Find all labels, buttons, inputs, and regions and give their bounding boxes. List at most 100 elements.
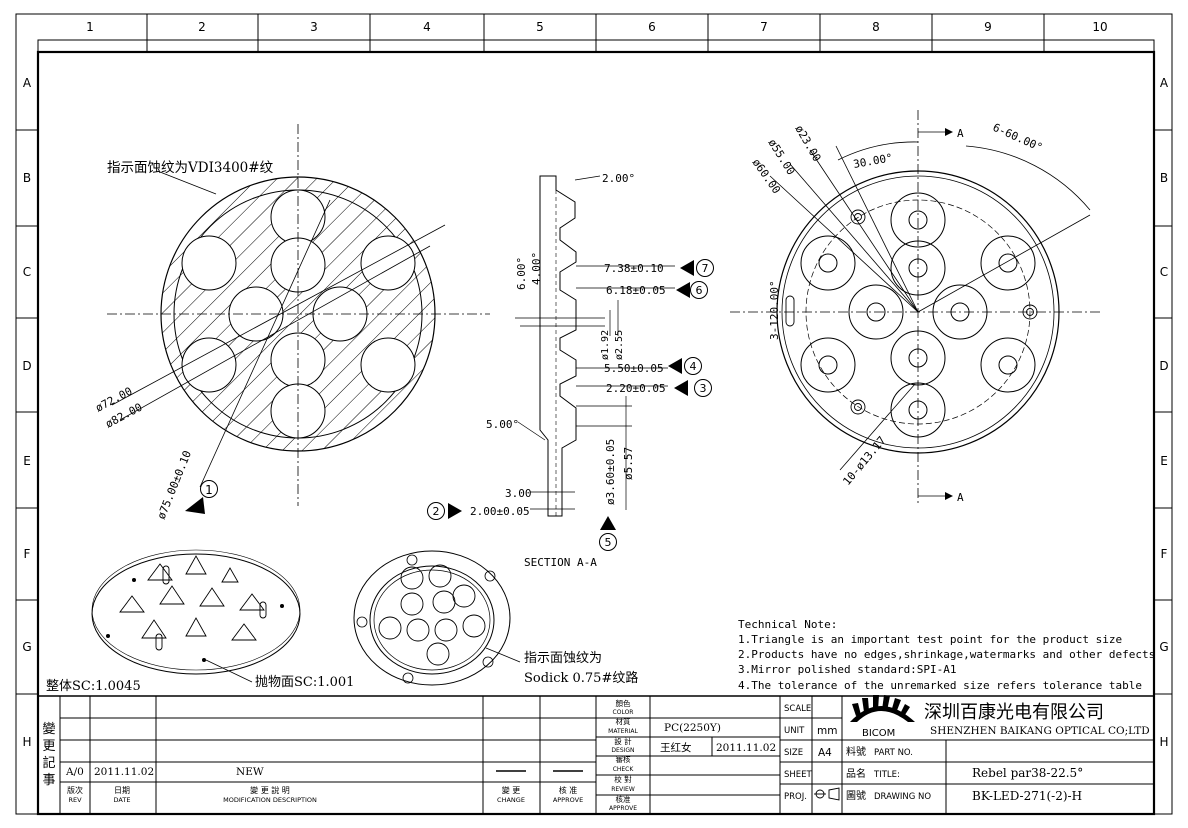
title-label-en: TITLE:	[873, 770, 900, 780]
cut-plane-a-bottom: A	[957, 491, 964, 504]
approval-labels: 顏色 COLOR 材質 MATERIAL 設 計 DESIGN 審核 CHECK…	[608, 698, 638, 812]
drawing-no-value: BK-LED-271(-2)-H	[972, 789, 1082, 803]
tech-note-line: 3.Mirror polished standard:SPI-A1	[738, 663, 957, 676]
svg-text:COLOR: COLOR	[613, 709, 634, 716]
section-label: SECTION A-A	[524, 556, 597, 569]
dim-angle-660: 6-60.00°	[991, 121, 1045, 154]
hdr-date-en: DATE	[114, 796, 131, 804]
callout-triangle-7	[680, 260, 694, 276]
scale-label: SCALE	[784, 704, 811, 714]
company-name-cn: 深圳百康光电有限公司	[924, 702, 1104, 723]
col-label: 5	[536, 20, 544, 34]
rev-no: A/0	[65, 766, 84, 778]
section-angle-top: 2.00°	[602, 172, 635, 185]
row-label: G	[22, 640, 31, 654]
title-value: Rebel par38-22.5°	[972, 766, 1083, 780]
overall-scale-note: 整体SC:1.0045	[46, 679, 141, 694]
section-dim-200: 2.00±0.05	[470, 505, 530, 518]
title-block-text: 變更記事 A/0 2011.11.02 NEW 版次 REV 日期 DATE 變…	[42, 695, 1150, 812]
callout-triangle-3	[674, 380, 688, 396]
section-angle-4: 4.00°	[530, 252, 543, 285]
marker-7: 7	[702, 262, 709, 275]
svg-text:MATERIAL: MATERIAL	[608, 728, 638, 735]
hdr-desc-en: MODIFICATION DESCRIPTION	[223, 796, 317, 804]
etch-note-line-2: Sodick 0.75#纹路	[524, 670, 638, 686]
logo-text: BICOM	[862, 728, 895, 739]
row-label: B	[1160, 171, 1168, 185]
section-dim-550: 5.50±0.05	[604, 362, 664, 375]
section-dim-300: 3.00	[505, 487, 532, 500]
svg-text:審核: 審核	[616, 754, 631, 764]
row-label: H	[1159, 735, 1168, 749]
col-label: 2	[198, 20, 206, 34]
marker-3: 3	[700, 382, 707, 395]
row-label: H	[22, 735, 31, 749]
row-label: E	[23, 454, 31, 468]
marker-circle	[200, 480, 218, 498]
hdr-change: 變 更	[502, 785, 521, 795]
section-dim-d192: ø1.92	[600, 330, 611, 360]
right-view	[730, 110, 1100, 506]
marker-2: 2	[433, 505, 440, 518]
paraboloid-scale-note: 抛物面SC:1.001	[255, 675, 354, 690]
row-label: B	[23, 171, 31, 185]
iso-view-front	[353, 550, 521, 686]
projection-symbol-icon	[814, 787, 840, 801]
rev-title-ch: 變更記事	[42, 721, 55, 788]
marker-5: 5	[605, 536, 612, 549]
size-label: SIZE	[784, 748, 803, 758]
tech-note-title: Technical Note:	[738, 618, 837, 631]
row-label: A	[23, 76, 32, 90]
section-profile	[539, 175, 577, 517]
rev-desc: NEW	[236, 766, 264, 778]
tech-note-line: 1.Triangle is an important test point fo…	[738, 633, 1122, 646]
svg-text:材質: 材質	[616, 716, 631, 726]
col-label: 3	[310, 20, 318, 34]
etch-note-line-1: 指示面蚀纹为	[524, 651, 602, 666]
svg-text:DESIGN: DESIGN	[611, 747, 634, 754]
row-label: G	[1159, 640, 1168, 654]
company-name-en: SHENZHEN BAIKANG OPTICAL CO;LTD	[930, 725, 1150, 737]
section-angle-5: 5.00°	[486, 418, 519, 431]
svg-text:CHECK: CHECK	[613, 766, 635, 773]
callout-triangle-4	[668, 358, 682, 374]
right-view-pins	[785, 209, 1038, 415]
dim-angle-30: 30.00°	[852, 151, 893, 171]
section-dim-220: 2.20±0.05	[606, 382, 666, 395]
col-label: 6	[648, 20, 656, 34]
marker-1: 1	[205, 483, 213, 497]
cut-plane-arrows	[945, 128, 953, 500]
company-logo-icon	[850, 695, 915, 722]
frame-zone-labels: 1 2 3 4 5 6 7 8 9 10 A B C D E F G H A B…	[22, 20, 1169, 749]
part-no-label-en: PART NO.	[874, 748, 913, 758]
section-dim-618: 6.18±0.05	[606, 284, 666, 297]
unit-value: mm	[817, 725, 837, 737]
right-view-dim-lines	[769, 131, 1091, 497]
section-dim-d255: ø2.55	[614, 330, 625, 360]
row-label: C	[1160, 265, 1168, 279]
design-date-value: 2011.11.02	[716, 742, 776, 754]
hdr-rev: 版次	[67, 785, 83, 795]
marker-6: 6	[696, 284, 703, 297]
iso-text: 整体SC:1.0045 抛物面SC:1.001 指示面蚀纹为 Sodick 0.…	[46, 651, 638, 694]
section-callout-triangles	[448, 260, 694, 530]
material-value: PC(2250Y)	[664, 722, 721, 734]
hdr-approve: 核 准	[559, 785, 578, 795]
section-angle-6: 6.00°	[515, 257, 528, 290]
unit-label: UNIT	[784, 726, 805, 736]
svg-text:設 計: 設 計	[614, 736, 632, 746]
section-view	[427, 175, 714, 551]
section-marker-circles	[427, 259, 714, 551]
svg-text:REVIEW: REVIEW	[611, 786, 635, 793]
size-value: A4	[818, 747, 832, 759]
front-view-centerlines	[107, 124, 490, 506]
col-label: 10	[1092, 20, 1107, 34]
right-view-centerlines	[730, 110, 1100, 506]
row-label: F	[1161, 547, 1168, 561]
col-label: 8	[872, 20, 880, 34]
cut-plane-a-top: A	[957, 127, 964, 140]
section-dim-738: 7.38±0.10	[604, 262, 664, 275]
title-block-grid	[38, 695, 1154, 814]
section-dim-d360: ø3.60±0.05	[604, 439, 617, 505]
